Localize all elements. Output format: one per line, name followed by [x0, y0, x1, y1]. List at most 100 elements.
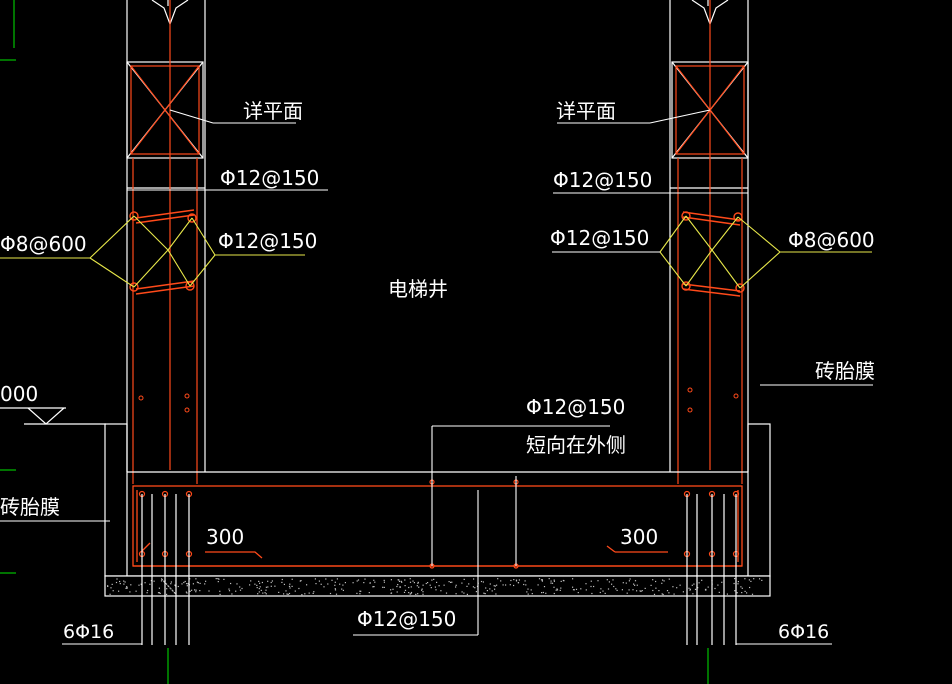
column-below-right [686, 494, 737, 645]
concrete-speckle [289, 587, 291, 589]
concrete-speckle [622, 582, 624, 584]
concrete-speckle [560, 580, 562, 582]
concrete-speckle [750, 580, 752, 582]
concrete-speckle [336, 578, 338, 580]
concrete-speckle [461, 591, 463, 593]
concrete-speckle [443, 584, 445, 586]
concrete-speckle [668, 578, 670, 580]
concrete-speckle [744, 590, 746, 592]
concrete-speckle [215, 578, 217, 580]
concrete-speckle [334, 581, 336, 583]
concrete-speckle [615, 588, 617, 590]
label-bar-top-right: Φ12@150 [553, 168, 652, 192]
concrete-speckle [634, 580, 637, 582]
concrete-speckle [417, 581, 419, 583]
concrete-speckle [653, 593, 656, 595]
concrete-speckle [218, 578, 220, 580]
label-bar-center: Φ12@150 [526, 395, 625, 419]
concrete-speckle [639, 590, 641, 592]
concrete-speckle [195, 578, 197, 580]
label-tie-left: Φ8@600 [0, 232, 87, 256]
concrete-speckle [289, 583, 291, 585]
concrete-speckle [510, 579, 512, 582]
concrete-speckle [410, 586, 412, 588]
concrete-speckle [650, 584, 652, 586]
concrete-speckle [308, 592, 310, 594]
concrete-speckle [359, 593, 361, 595]
concrete-speckle [163, 580, 165, 582]
concrete-speckle [146, 592, 148, 594]
concrete-speckle [662, 579, 664, 581]
right-vertical-rebar [677, 0, 743, 484]
concrete-speckle [256, 587, 258, 589]
concrete-speckle [525, 584, 527, 586]
concrete-speckle [239, 586, 241, 588]
concrete-speckle [613, 585, 615, 588]
concrete-speckle [435, 589, 437, 591]
concrete-speckle [734, 590, 736, 592]
concrete-speckle [515, 579, 518, 581]
concrete-speckle [396, 585, 398, 588]
concrete-speckle [513, 584, 515, 587]
label-bar-mid-right: Φ12@150 [550, 226, 649, 250]
concrete-speckle [199, 590, 201, 592]
concrete-speckle [434, 586, 436, 588]
concrete-speckle [149, 583, 151, 585]
concrete-speckle [632, 589, 634, 591]
concrete-speckle [167, 585, 169, 587]
concrete-speckle [746, 592, 748, 594]
concrete-speckle [562, 579, 564, 582]
concrete-speckle [267, 580, 269, 582]
concrete-speckle [640, 590, 642, 592]
concrete-speckle [759, 578, 761, 580]
concrete-speckle [241, 587, 243, 590]
concrete-speckle [186, 592, 188, 594]
concrete-speckle [262, 592, 264, 594]
concrete-speckle [390, 579, 392, 581]
concrete-speckle [166, 593, 168, 595]
concrete-speckle [430, 587, 432, 589]
concrete-speckle [383, 581, 385, 583]
concrete-speckle [606, 579, 608, 581]
concrete-speckle [489, 583, 491, 585]
concrete-speckle [734, 578, 736, 580]
concrete-speckle [553, 580, 555, 582]
concrete-speckle [199, 582, 201, 584]
concrete-speckle [404, 579, 406, 581]
concrete-speckle [157, 592, 160, 594]
concrete-speckle [399, 586, 401, 588]
concrete-speckle [110, 587, 112, 589]
concrete-speckle [496, 584, 498, 586]
concrete-speckle [572, 589, 575, 591]
concrete-speckle [285, 590, 287, 592]
concrete-speckle [170, 583, 172, 585]
concrete-speckle [189, 590, 191, 592]
concrete-speckle [545, 592, 547, 594]
label-bar-mid-left: Φ12@150 [218, 229, 317, 253]
label-bars-right: 6Φ16 [778, 621, 829, 643]
concrete-speckle [281, 578, 283, 581]
concrete-speckle [171, 589, 173, 591]
concrete-speckle [359, 590, 361, 592]
concrete-speckle [543, 586, 546, 588]
left-vertical-rebar [132, 0, 198, 484]
concrete-speckle [726, 593, 728, 595]
concrete-speckle [500, 580, 502, 582]
concrete-speckle [502, 584, 504, 586]
concrete-speckle [374, 581, 376, 583]
concrete-speckle [692, 593, 694, 595]
concrete-speckle [573, 589, 575, 591]
concrete-speckle [551, 582, 554, 584]
concrete-speckle [116, 578, 118, 580]
concrete-speckle [140, 583, 142, 585]
concrete-speckle [278, 591, 280, 593]
concrete-speckle [390, 589, 392, 591]
concrete-speckle [463, 578, 465, 580]
concrete-speckle [748, 579, 750, 581]
concrete-speckle [291, 578, 293, 580]
concrete-speckle [192, 583, 194, 585]
concrete-speckle [433, 578, 435, 580]
concrete-speckle [636, 584, 638, 586]
level-marker [0, 407, 106, 425]
